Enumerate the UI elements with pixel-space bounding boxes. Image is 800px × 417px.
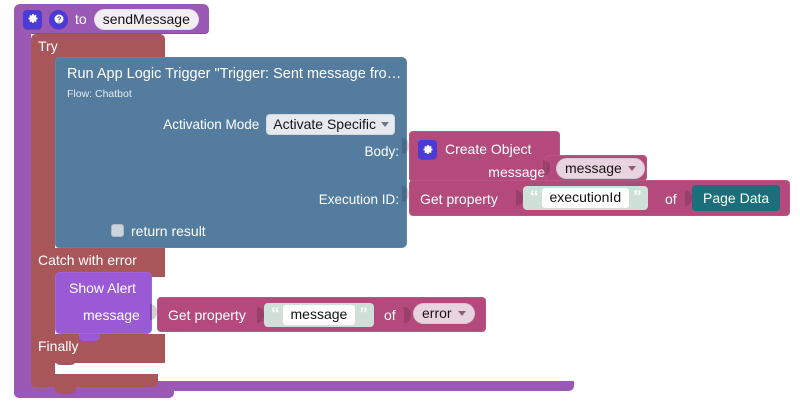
return-result-checkbox[interactable] <box>111 224 124 237</box>
procedure-name-field[interactable]: sendMessage <box>93 8 199 30</box>
finally-notch <box>55 358 76 365</box>
create-object-block[interactable]: Create Object message: <box>409 131 560 182</box>
execution-id-socket <box>402 186 409 202</box>
quote-close-icon: ” <box>359 303 367 323</box>
string-field[interactable]: executionId <box>541 187 630 209</box>
body-row: Body: <box>364 144 399 159</box>
activation-mode-value: Activate Specific <box>273 116 376 132</box>
string-socket <box>516 190 523 206</box>
quote-close-icon: ” <box>633 186 641 206</box>
alert-message-socket <box>150 304 157 320</box>
message-variable-pill[interactable]: message <box>556 158 645 179</box>
quote-open-icon: “ <box>530 186 538 206</box>
error-variable-socket <box>404 307 411 323</box>
body-socket <box>402 138 409 154</box>
string-literal-message[interactable]: “ message ” <box>264 303 374 327</box>
error-variable-pill[interactable]: error <box>413 303 475 324</box>
try-catch-bottom-notch <box>55 387 76 394</box>
get-property-label: Get property <box>168 307 246 323</box>
catch-label: Catch with error <box>38 252 137 268</box>
page-data-label: Page Data <box>703 190 770 206</box>
show-alert-arg-label: message <box>83 307 140 323</box>
get-property-execution-block[interactable]: Get property “ executionId ” of Page Dat… <box>409 180 790 216</box>
message-variable-value: message <box>565 160 622 176</box>
string-socket <box>257 307 264 323</box>
finally-block-rail <box>31 358 55 374</box>
procedure-bottom-bar <box>14 381 574 391</box>
return-result-label: return result <box>131 223 206 239</box>
show-alert-block[interactable]: Show Alert message <box>55 272 152 334</box>
run-app-logic-trigger-block[interactable]: Run App Logic Trigger "Trigger: Sent mes… <box>55 57 407 248</box>
procedure-definition-header[interactable]: to sendMessage <box>14 4 209 34</box>
gear-icon[interactable] <box>418 140 437 159</box>
create-object-field-label: message: <box>488 164 549 180</box>
trigger-flow-subtitle: Flow: Chatbot <box>67 88 132 100</box>
chevron-down-icon <box>457 310 466 316</box>
execution-id-row: Execution ID: <box>319 192 399 207</box>
page-data-socket <box>685 190 692 206</box>
procedure-body-rail <box>14 30 31 394</box>
try-block-rail <box>31 57 55 248</box>
activation-mode-row: Activation Mode Activate Specific <box>163 114 395 136</box>
trigger-title: Run App Logic Trigger "Trigger: Sent mes… <box>67 66 402 82</box>
execution-id-label: Execution ID: <box>318 192 399 207</box>
get-property-error-block[interactable]: Get property “ message ” of error <box>157 297 486 332</box>
error-variable-value: error <box>422 305 452 321</box>
body-label: Body: <box>364 144 399 159</box>
try-label: Try <box>38 38 58 54</box>
activation-mode-label: Activation Mode <box>163 117 260 133</box>
help-icon[interactable] <box>49 9 68 29</box>
string-field[interactable]: message <box>282 304 356 326</box>
show-alert-bottom-notch <box>79 334 100 341</box>
procedure-keyword: to <box>75 11 87 27</box>
chevron-down-icon <box>381 121 389 127</box>
quote-open-icon: “ <box>271 303 279 323</box>
finally-label: Finally <box>38 338 79 354</box>
create-object-value-slot[interactable]: message <box>545 155 647 181</box>
gear-icon[interactable] <box>23 9 42 29</box>
of-label: of <box>665 191 677 207</box>
activation-mode-select[interactable]: Activate Specific <box>266 114 395 136</box>
page-data-block[interactable]: Page Data <box>692 185 781 211</box>
chevron-down-icon <box>627 165 636 171</box>
message-value-socket <box>543 160 550 176</box>
try-catch-footer <box>31 374 158 387</box>
show-alert-title: Show Alert <box>69 280 136 296</box>
get-property-label: Get property <box>420 191 498 207</box>
create-object-label: Create Object <box>445 141 532 157</box>
of-label: of <box>384 307 396 323</box>
catch-block-rail <box>31 272 55 334</box>
string-literal-execution-id[interactable]: “ executionId ” <box>523 186 648 210</box>
